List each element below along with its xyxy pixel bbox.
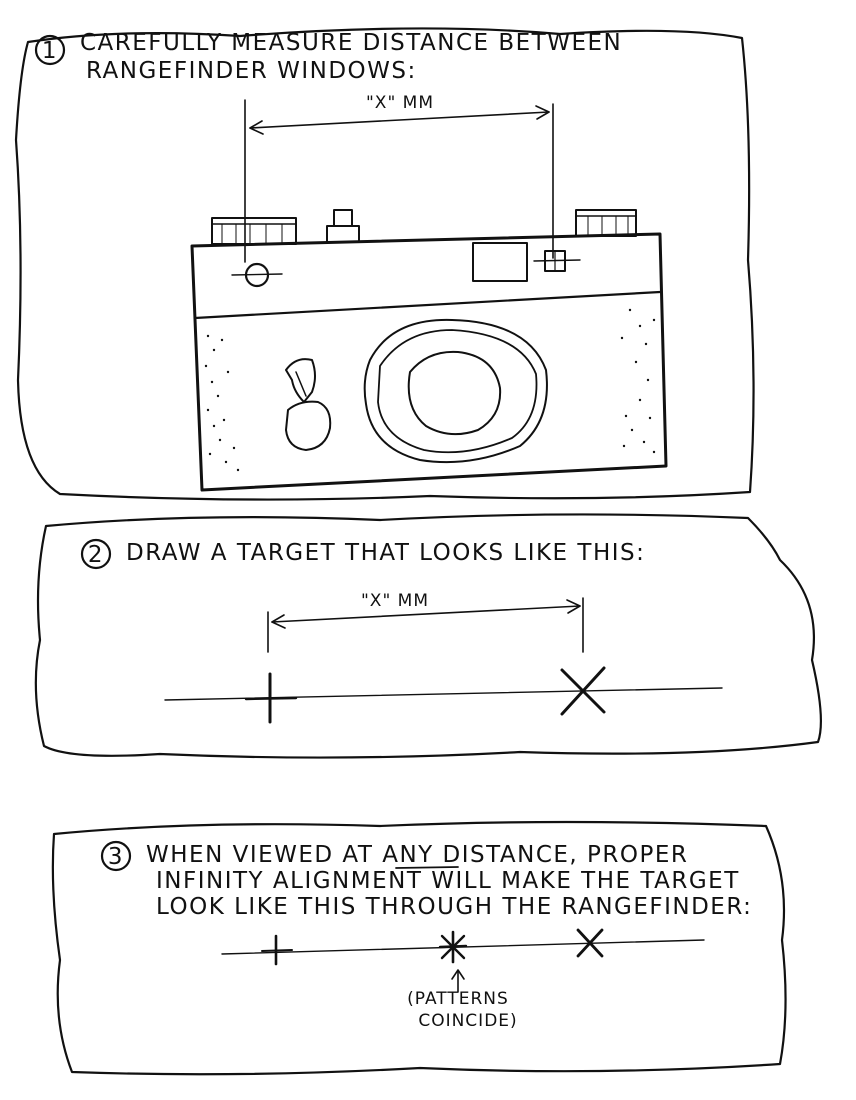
shutter-button <box>333 209 353 227</box>
panel-3-frame <box>51 820 787 1076</box>
step-3-circle <box>100 840 132 872</box>
target-plus-mark <box>244 672 298 724</box>
panel-1-heading-line-2: rangefinder windows: <box>86 58 417 84</box>
target-x-mark <box>560 666 606 716</box>
panel-1-dimension-line <box>249 111 550 129</box>
lens-front-element <box>407 350 502 436</box>
panel-1-heading-line-1: Carefully measure distance between <box>80 30 622 56</box>
panel-1-frame <box>14 27 755 501</box>
dimension-arrow-right <box>535 105 550 120</box>
panel-3-heading-line-1: When viewed at any distance, proper <box>146 842 688 868</box>
self-timer-base <box>285 400 332 451</box>
panel-3-heading-line-3: look like this through the rangefinder: <box>156 894 752 920</box>
panel-1: 1 Carefully measure distance between ran… <box>14 27 755 501</box>
step-1-circle <box>34 34 66 66</box>
panel-1-measure-label: "X" MM <box>366 93 434 113</box>
step-1-number: 1 <box>42 38 58 64</box>
coincident-mark <box>438 930 468 964</box>
shutter-button-base <box>326 225 360 243</box>
view-plus-mark <box>261 934 293 966</box>
pointer-arrow <box>451 969 465 993</box>
step-3-number: 3 <box>108 844 124 870</box>
step-2-number: 2 <box>88 542 104 568</box>
leatherette-line <box>193 290 662 320</box>
self-timer-lever <box>285 358 316 403</box>
patterns-note-line-2: coincide) <box>418 1011 517 1031</box>
right-dial <box>575 209 637 237</box>
leatherette-texture <box>204 308 656 472</box>
panel-2: 2 Draw a target that looks like this: "X… <box>34 513 822 759</box>
step-2-circle <box>80 538 112 570</box>
dimension-arrow-right <box>566 599 581 614</box>
view-x-mark <box>576 928 604 958</box>
lens-barrel <box>363 318 548 464</box>
panel-2-heading: Draw a target that looks like this: <box>126 540 645 566</box>
panel-2-frame <box>34 513 822 759</box>
panel-2-dimension-line <box>271 605 581 623</box>
panel-2-measure-label: "X" MM <box>361 591 429 611</box>
dimension-arrow-left <box>249 120 264 135</box>
camera-body <box>190 232 668 492</box>
left-dial <box>211 217 297 245</box>
dimension-arrow-left <box>271 614 286 629</box>
patterns-note-line-1: (Patterns <box>407 989 509 1009</box>
camera-drawing <box>190 209 668 492</box>
panel-3-heading-line-2: infinity alignment will make the target <box>156 868 740 894</box>
underline-any <box>395 866 459 869</box>
panel-3: 3 When viewed at any distance, proper in… <box>51 820 787 1076</box>
viewfinder-window <box>472 242 528 282</box>
